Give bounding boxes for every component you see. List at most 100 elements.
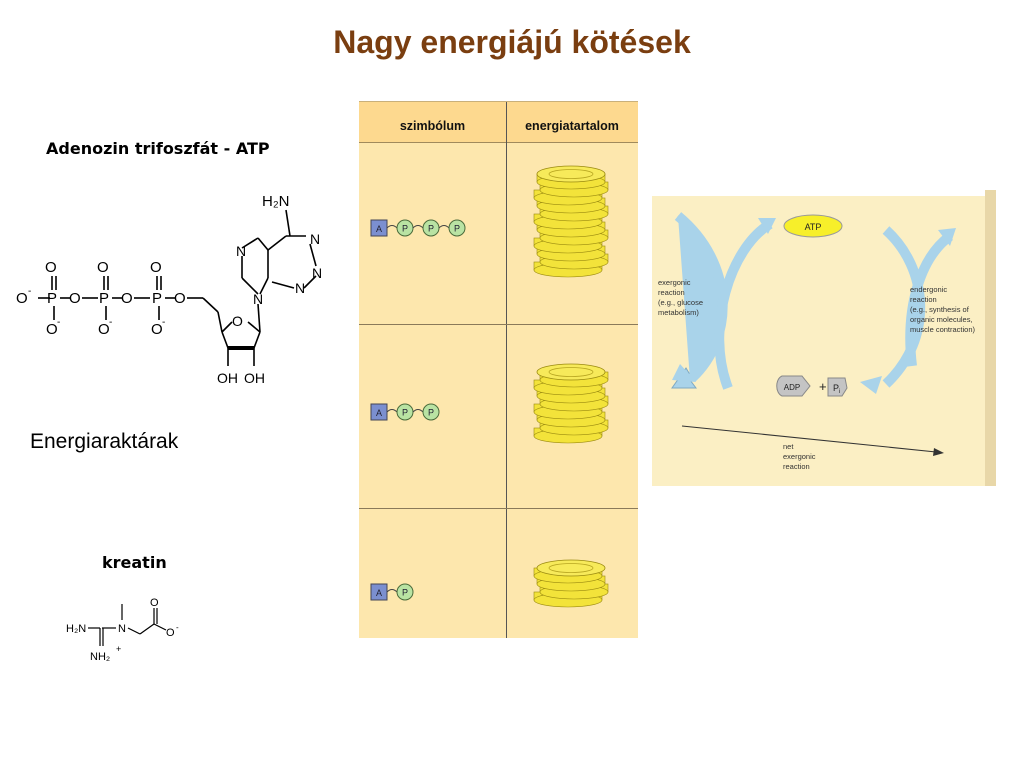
phosphate-label: P	[428, 224, 434, 234]
coin-emblem	[548, 563, 594, 573]
exergonic-line-3: (e.g., glucose	[658, 298, 703, 307]
kreatin-charge: -	[176, 623, 179, 632]
atp-o-bridge-3: O	[174, 290, 186, 307]
arrow-left-down-head	[672, 364, 696, 382]
table-graphics: A P P P A P P A P	[370, 165, 609, 608]
atp-structure: O O O O - P O P O P O O - O - O - O OH O…	[16, 193, 322, 386]
atp-n7: N	[236, 243, 246, 259]
header-symbol: szimbólum	[399, 119, 466, 133]
atp-o-bottom-3: O	[151, 321, 163, 338]
net-arrow-head	[933, 448, 944, 456]
coin-emblem	[548, 169, 594, 179]
adp-shape	[776, 375, 811, 397]
cycle-plus: +	[819, 379, 827, 394]
arrow-left-up-shaft	[714, 219, 773, 390]
row-divider-2	[359, 508, 638, 509]
atp-ribose-o: O	[232, 313, 243, 329]
adenosine-label: A	[376, 588, 382, 598]
pi-label: P	[833, 383, 839, 393]
phosphate-label: P	[402, 588, 408, 598]
phosphate-bond	[386, 589, 398, 593]
coin-top	[536, 165, 606, 183]
storage-label: Energiaraktárak	[30, 430, 179, 453]
atp-cycle-diagram: ATP ADP + P i exergonic reaction (e.g., …	[650, 188, 996, 488]
kreatin-o-top: O	[150, 597, 159, 609]
coin-top	[536, 559, 606, 577]
arrow-left-up-head	[758, 218, 776, 234]
atp-oh-2: OH	[244, 370, 265, 386]
arrow-right-up-shaft	[905, 231, 954, 367]
atp-p-3: P	[152, 290, 162, 307]
kreatin-o-right: O	[166, 627, 175, 639]
endergonic-line-1: endergonic	[910, 285, 947, 294]
kreatin-plus: +	[116, 644, 121, 654]
phosphate-circle	[448, 219, 466, 237]
atp-charge-2: -	[109, 317, 112, 328]
arrow-right-down-head	[860, 376, 882, 394]
atp-n9: N	[253, 291, 263, 307]
phosphate-bond	[412, 225, 424, 229]
atp-charge-1: -	[57, 317, 60, 328]
exergonic-line-2: reaction	[658, 288, 685, 297]
phosphate-label: P	[402, 224, 408, 234]
table-header	[359, 102, 638, 143]
kreatin-structure: H₂N N O O - NH₂ +	[66, 597, 179, 663]
net-line-2: exergonic	[783, 452, 816, 461]
coin-top	[536, 363, 606, 381]
arrow-right-down-shaft	[882, 226, 926, 388]
phosphate-circle	[396, 583, 414, 601]
atp-oh-1: OH	[217, 370, 238, 386]
exergonic-text: exergonic reaction (e.g., glucose metabo…	[658, 278, 703, 317]
coin-emblem	[548, 367, 594, 377]
atp-o-left: O	[16, 290, 28, 307]
atp-heading: Adenozin trifoszfát - ATP	[46, 139, 270, 158]
cycle-edge	[985, 190, 996, 486]
atp-n3-right: N	[312, 265, 322, 281]
pi-subscript: i	[839, 389, 840, 395]
adenosine-label: A	[376, 408, 382, 418]
endergonic-text: endergonic reaction (e.g., synthesis of …	[910, 285, 976, 334]
atp-label: ATP	[805, 222, 822, 232]
energy-table: szimbólum energiatartalom A P P P A P P A P	[359, 101, 638, 638]
atp-n3: N	[295, 280, 305, 296]
atp-charge-3: -	[162, 317, 165, 328]
exergonic-line-4: metabolism)	[658, 308, 699, 317]
phosphate-label: P	[454, 224, 460, 234]
arrow-right-up-head	[938, 228, 956, 246]
kreatin-iminium: NH₂	[90, 651, 110, 663]
atp-o-top-1: O	[45, 259, 57, 276]
endergonic-line-5: muscle contraction)	[910, 325, 976, 334]
phosphate-bond	[412, 409, 424, 413]
atp-oval	[783, 214, 843, 238]
endergonic-line-2: reaction	[910, 295, 937, 304]
phosphate-bond	[438, 225, 450, 229]
atp-o-top-2: O	[97, 259, 109, 276]
pi-shape	[827, 377, 848, 397]
atp-o-top-3: O	[150, 259, 162, 276]
endergonic-line-4: organic molecules,	[910, 315, 973, 324]
row-divider-1	[359, 324, 638, 325]
atp-o-bottom-1: O	[46, 321, 58, 338]
atp-amine: H₂N	[262, 193, 290, 210]
kreatin-amine: H₂N	[66, 623, 86, 635]
phosphate-label: P	[428, 408, 434, 418]
atp-p-1: P	[47, 290, 57, 307]
column-divider	[506, 102, 507, 638]
atp-p-2: P	[99, 290, 109, 307]
slide-title: Nagy energiájú kötések	[333, 24, 691, 60]
net-arrow-line	[681, 425, 937, 453]
net-line-3: reaction	[783, 462, 810, 471]
endergonic-line-3: (e.g., synthesis of	[910, 305, 970, 314]
exergonic-line-1: exergonic	[658, 278, 691, 287]
phosphate-label: P	[402, 408, 408, 418]
phosphate-bond	[386, 409, 398, 413]
net-text: net exergonic reaction	[783, 442, 816, 471]
header-energy: energiatartalom	[525, 119, 619, 133]
atp-n1: N	[310, 231, 320, 247]
adenosine-label: A	[376, 224, 382, 234]
net-line-1: net	[783, 442, 794, 451]
atp-o-bridge-2: O	[121, 290, 133, 307]
atp-o-bottom-2: O	[98, 321, 110, 338]
phosphate-circle	[422, 403, 440, 421]
adp-label: ADP	[784, 383, 800, 392]
